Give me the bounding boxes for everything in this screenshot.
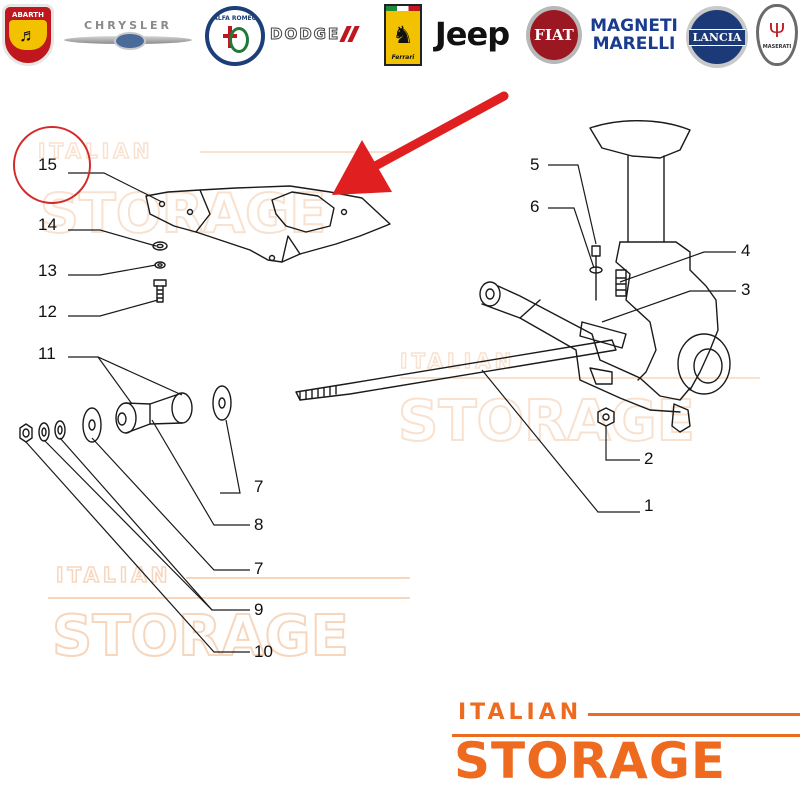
tension-strut-rod-part [295, 321, 627, 401]
brand-logo-rule [452, 734, 800, 737]
arrow-head [332, 140, 392, 195]
leader-line-3 [601, 290, 736, 323]
leader-line-12 [68, 299, 159, 317]
abarth-logo-text: ABARTH [12, 11, 44, 19]
fiat-logo: FIAT [526, 6, 582, 64]
leader-line-11a [68, 356, 183, 396]
leader-line-4 [619, 251, 736, 283]
mounting-bracket-part [145, 185, 391, 263]
lower-control-arm-part [479, 281, 691, 413]
watermark-middle-line1: ITALIAN [400, 349, 515, 373]
lock-washer-part [154, 261, 166, 269]
alfa-romeo-logo-text: ALFA ROMEO [213, 15, 257, 22]
red-pointer-arrow [332, 91, 509, 195]
callout-15: 15 [38, 155, 57, 174]
callout-14: 14 [38, 215, 57, 234]
callout-13: 13 [38, 261, 57, 280]
biscione-icon [229, 27, 249, 53]
leader-line-6 [548, 207, 595, 269]
watermark-middle-line2: STORAGE [398, 389, 695, 454]
bracket-bolt-part [615, 269, 627, 297]
arrow-shaft [363, 91, 509, 175]
callout-6: 6 [530, 197, 539, 216]
leader-line-7-outer [91, 437, 250, 571]
trident-icon: Ψ [768, 19, 786, 42]
ferrari-logo: ♞ Ferrari [384, 4, 422, 66]
brand-logo-line2: STORAGE [454, 732, 727, 790]
italian-flag-icon [386, 6, 420, 11]
prancing-horse-icon: ♞ [392, 21, 414, 49]
watermark-lower: ITALIAN STORAGE [48, 562, 410, 670]
abarth-shield-inner: ♬ [9, 20, 47, 50]
leader-line-14 [68, 229, 157, 247]
scorpion-icon: ♬ [19, 24, 37, 45]
callout-3: 3 [741, 280, 750, 299]
callout-9: 9 [254, 600, 263, 619]
spacer-washer-part [38, 422, 50, 442]
leader-line-9b [43, 439, 213, 611]
alfa-romeo-logo: ALFA ROMEO [205, 6, 265, 66]
callout-11: 11 [38, 344, 56, 363]
abarth-logo: ABARTH ♬ [2, 4, 54, 66]
dodge-logo: DODGE [269, 22, 376, 46]
callout-5: 5 [530, 155, 539, 174]
watermark-lower-line1: ITALIAN [56, 563, 171, 587]
leader-line-13 [68, 264, 157, 276]
flat-washer-part [82, 407, 102, 443]
watermark-middle: ITALIAN STORAGE [397, 348, 760, 455]
maserati-logo: Ψ MASERATI [756, 4, 798, 66]
fiat-logo-text: FIAT [534, 25, 574, 44]
callout-7-inner: 7 [254, 477, 263, 496]
ferrari-logo-text: Ferrari [391, 54, 415, 61]
chrysler-seal-icon [114, 32, 146, 50]
strut-nut-part [597, 407, 615, 427]
exploded-parts-diagram: ITALIAN STORAGE ITALIAN STORAGE ITALIAN … [13, 91, 760, 670]
lancia-logo-text: LANCIA [688, 28, 746, 46]
jeep-logo-text: Jeep [434, 15, 510, 53]
lancia-logo: LANCIA [686, 6, 748, 68]
knuckle-bolt-part [591, 245, 601, 301]
leader-line-5 [548, 164, 597, 245]
chrysler-logo: CHRYSLER [62, 18, 194, 50]
flat-washer-part [212, 385, 232, 421]
leader-line-1 [481, 369, 640, 513]
lock-nut-part [19, 423, 33, 443]
dodge-logo-text: DODGE [269, 24, 341, 43]
watermark-upper: ITALIAN STORAGE [37, 138, 400, 246]
callout-1: 1 [644, 496, 653, 515]
callout-2: 2 [644, 449, 653, 468]
steering-knuckle-part [589, 120, 731, 433]
knuckle-washer-part [589, 266, 603, 274]
spacer-washer-part [54, 420, 66, 440]
chrysler-logo-text: CHRYSLER [83, 19, 173, 32]
callout-10: 10 [254, 642, 273, 661]
leader-line-2 [605, 426, 640, 461]
maserati-logo-text: MASERATI [762, 43, 792, 50]
bolt-part [153, 279, 167, 303]
callout-8: 8 [254, 515, 263, 534]
brand-logo-line1: ITALIAN [458, 700, 583, 725]
leader-line-15 [68, 172, 163, 203]
washer-part [152, 241, 168, 251]
rubber-bushing-part [115, 392, 193, 434]
leader-line-11b [97, 356, 133, 405]
magneti-marelli-logo: MAGNETI MARELLI [588, 12, 680, 60]
magneti-marelli-line-2: MARELLI [592, 34, 676, 54]
leader-line-10 [25, 441, 250, 653]
watermark-upper-line2: STORAGE [40, 182, 326, 245]
watermark-upper-line1: ITALIAN [38, 139, 153, 163]
magneti-marelli-line-1: MAGNETI [590, 16, 678, 37]
jeep-logo: Jeep [428, 12, 516, 56]
brand-logo-rule [588, 713, 800, 716]
part-callouts: 15 14 13 12 11 5 6 4 3 7 8 7 9 10 2 1 [38, 155, 750, 661]
leader-line-8 [151, 419, 250, 526]
brand-logo-strip: ABARTH ♬ CHRYSLER ALFA ROMEO DODGE ♞ Fer… [0, 0, 800, 72]
callout-12: 12 [38, 302, 57, 321]
callout-4: 4 [741, 241, 750, 260]
leader-lines [25, 164, 736, 653]
highlight-circle [13, 126, 91, 204]
leader-line-7-inner [220, 419, 241, 494]
italian-storage-logo: ITALIAN STORAGE [452, 700, 800, 800]
callout-7-outer: 7 [254, 559, 263, 578]
